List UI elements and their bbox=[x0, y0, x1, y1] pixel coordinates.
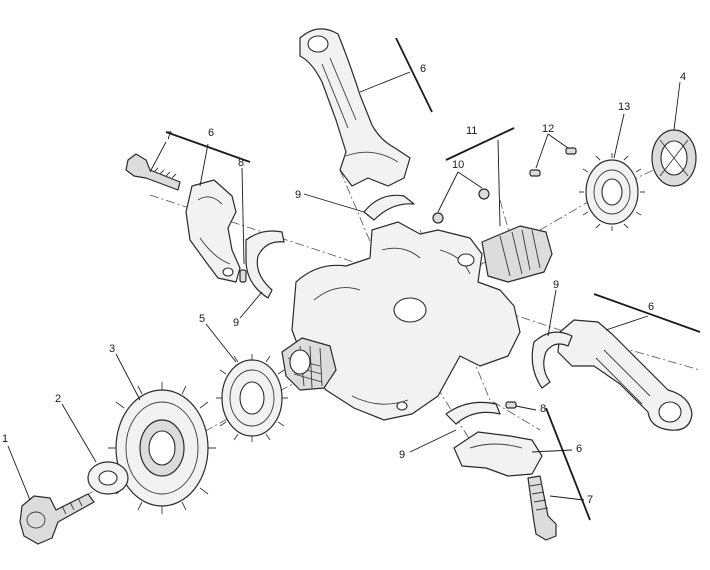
rod-bolt-bottom bbox=[527, 475, 557, 541]
callout-1: 1 bbox=[2, 433, 8, 445]
callout-6-right: 6 bbox=[648, 301, 654, 313]
bearing-shell-right bbox=[531, 331, 573, 389]
dowel-pin-left bbox=[239, 269, 247, 283]
bearing-shell-left bbox=[245, 230, 285, 299]
bearing-shell-bottom bbox=[445, 401, 501, 425]
leader-lines bbox=[7, 71, 681, 501]
bearing-shell-top bbox=[363, 194, 415, 221]
plug-upper bbox=[565, 147, 577, 155]
callout-9-left: 9 bbox=[233, 317, 239, 329]
callout-5: 5 bbox=[199, 313, 205, 325]
primary-drive-gear bbox=[108, 382, 216, 514]
callout-8-bottom: 8 bbox=[540, 403, 546, 415]
connecting-rod-right bbox=[557, 319, 693, 431]
callout-8-left: 8 bbox=[238, 157, 244, 169]
callout-13: 13 bbox=[618, 101, 630, 113]
connecting-rod-top bbox=[299, 28, 411, 187]
callout-9-bottom: 9 bbox=[399, 449, 405, 461]
dowel-pin-bottom bbox=[505, 401, 517, 409]
washer bbox=[87, 461, 129, 495]
callout-9-top: 9 bbox=[295, 189, 301, 201]
callout-12: 12 bbox=[542, 123, 554, 135]
rod-bolt-left bbox=[125, 153, 181, 191]
crankshaft bbox=[281, 221, 553, 421]
oil-jet-left bbox=[432, 212, 444, 224]
pinion-gear bbox=[216, 354, 288, 442]
callout-2: 2 bbox=[55, 393, 61, 405]
callout-7-left: 7 bbox=[166, 130, 172, 142]
callout-3: 3 bbox=[109, 343, 115, 355]
callout-6-bottom: 6 bbox=[576, 443, 582, 455]
callout-labels: 1 2 3 4 5 6 6 6 6 7 7 8 8 9 9 9 9 10 11 … bbox=[2, 63, 686, 506]
callout-11: 11 bbox=[466, 125, 477, 137]
callout-10: 10 bbox=[452, 159, 464, 171]
plug-lower bbox=[529, 169, 541, 177]
group-brackets bbox=[165, 37, 701, 521]
timing-gear bbox=[579, 153, 645, 231]
callout-4: 4 bbox=[680, 71, 686, 83]
callout-6-top: 6 bbox=[420, 63, 426, 75]
rod-cap-bottom bbox=[453, 431, 543, 477]
callout-6-left: 6 bbox=[208, 127, 214, 139]
rod-cap-left bbox=[185, 179, 241, 283]
callout-9-right: 9 bbox=[553, 279, 559, 291]
gear-bolt bbox=[19, 493, 95, 545]
gear-nut bbox=[651, 129, 697, 187]
callout-7-bottom: 7 bbox=[587, 494, 593, 506]
oil-jet-right bbox=[478, 188, 490, 200]
